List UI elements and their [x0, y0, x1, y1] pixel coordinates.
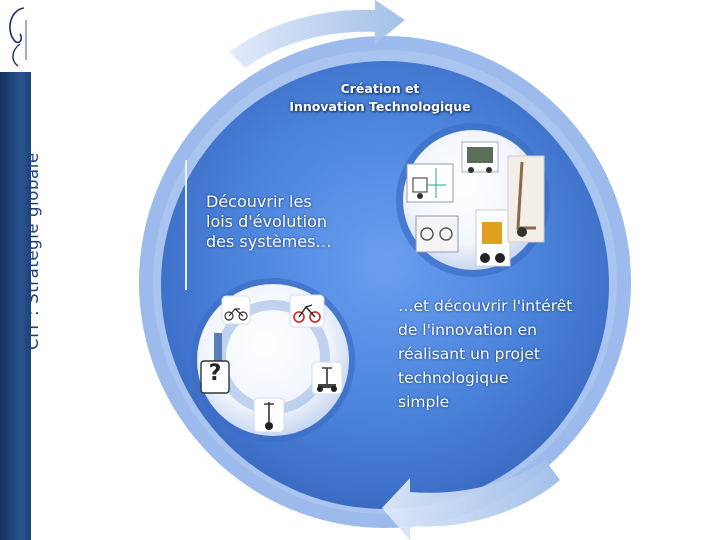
cart-robot-icon: [476, 210, 510, 266]
left-caption-line-1: Découvrir les: [206, 192, 366, 212]
left-caption-line-2: lois d'évolution: [206, 212, 366, 232]
wheeled-robot-icon: [416, 216, 458, 252]
right-caption: …et découvrir l'intérêt de l'innovation …: [398, 294, 598, 414]
right-caption-line-5: simple: [398, 390, 598, 414]
title-line-2: Innovation Technologique: [250, 98, 510, 116]
schematic-icon: [407, 164, 453, 202]
right-caption-line-1: …et découvrir l'intérêt: [398, 294, 598, 318]
title-line-1: Création et: [250, 80, 510, 98]
left-caption: Découvrir les lois d'évolution des systè…: [206, 192, 366, 252]
page-title: Création et Innovation Technologique: [250, 80, 510, 116]
divider-line: [185, 160, 187, 290]
bicycle-icon: [222, 296, 250, 324]
main-disc: [161, 61, 609, 509]
mountain-bike-icon: [290, 295, 324, 327]
question-mark-label: ?: [206, 361, 224, 386]
left-caption-line-3: des systèmes…: [206, 232, 366, 252]
hand-truck-icon: [508, 156, 544, 242]
right-caption-line-3: réalisant un projet: [398, 342, 598, 366]
right-caption-line-4: technologique: [398, 366, 598, 390]
right-caption-line-2: de l'innovation en: [398, 318, 598, 342]
robot-icon: [462, 142, 498, 173]
cycle-bar: [214, 333, 222, 363]
gyropode-icon: [254, 398, 284, 432]
segway-icon: [312, 362, 342, 394]
